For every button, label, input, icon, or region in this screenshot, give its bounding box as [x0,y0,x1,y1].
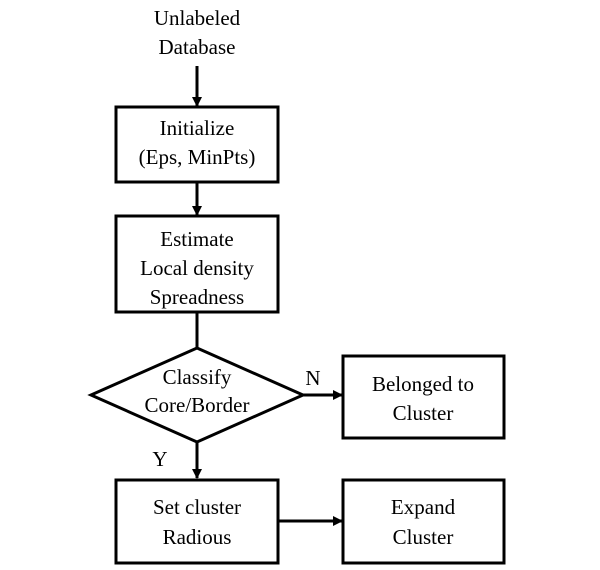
initialize-line-2: (Eps, MinPts) [139,145,256,169]
initialize-node: Initialize (Eps, MinPts) [114,105,280,184]
start-label-line-1: Unlabeled [154,6,241,30]
expand-line-2: Cluster [393,525,454,549]
estimate-node: Estimate Local density Spreadness [114,214,280,314]
expand-line-1: Expand [391,495,456,519]
edge-label-no: N [305,366,320,390]
set-cluster-line-2: Radious [163,525,232,549]
estimate-box [114,214,280,314]
set-cluster-node: Set cluster Radious [114,478,280,565]
set-cluster-line-1: Set cluster [153,495,241,519]
start-label-line-2: Database [159,35,236,59]
belonged-line-1: Belonged to [372,372,474,396]
expand-box [341,478,506,565]
set-cluster-box [114,478,280,565]
estimate-line-1: Estimate [160,227,233,251]
edge-label-yes: Y [152,447,167,471]
classify-decision: Classify Core/Border [87,346,307,444]
estimate-line-3: Spreadness [150,285,244,309]
belonged-box [341,354,506,440]
start-label-unlabeled-database: Unlabeled Database [154,6,241,59]
classify-line-1: Classify [163,365,232,389]
estimate-line-2: Local density [140,256,254,280]
expand-node: Expand Cluster [341,478,506,565]
classify-line-2: Core/Border [145,393,250,417]
belonged-line-2: Cluster [393,401,454,425]
belonged-node: Belonged to Cluster [341,354,506,440]
initialize-line-1: Initialize [160,116,235,140]
